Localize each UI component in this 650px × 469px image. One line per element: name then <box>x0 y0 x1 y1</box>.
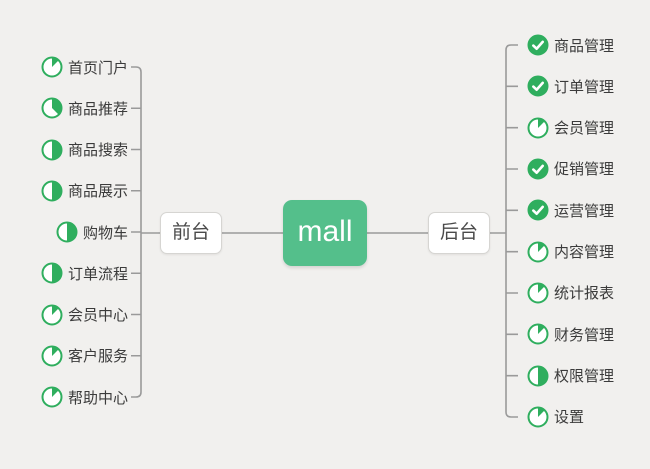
topic-label: 会员管理 <box>554 120 615 138</box>
mindmap-topic[interactable]: 购物车 <box>56 221 128 243</box>
root-node-mall[interactable]: mall <box>283 200 367 266</box>
task-progress-icon[interactable] <box>56 221 78 243</box>
mindmap-topic[interactable]: 会员中心 <box>41 304 128 326</box>
topic-label: 订单管理 <box>554 78 615 96</box>
mindmap-topic[interactable]: 首页门户 <box>41 56 128 78</box>
mindmap-topic[interactable]: 客户服务 <box>41 345 128 367</box>
mindmap-topic[interactable]: 帮助中心 <box>41 386 128 408</box>
topic-label: 统计报表 <box>554 285 615 303</box>
left-branch-connectors <box>131 66 160 398</box>
task-progress-icon[interactable] <box>527 406 549 428</box>
right-branch-connectors <box>490 44 518 418</box>
task-progress-icon[interactable] <box>41 97 63 119</box>
mindmap-topic[interactable]: 商品展示 <box>41 180 128 202</box>
topic-label: 设置 <box>554 409 585 427</box>
topic-label: 首页门户 <box>67 59 128 77</box>
task-done-icon[interactable] <box>527 199 549 221</box>
topic-label: 促销管理 <box>554 161 615 179</box>
task-progress-icon[interactable] <box>41 386 63 408</box>
task-progress-icon[interactable] <box>41 56 63 78</box>
mindmap-topic[interactable]: 内容管理 <box>527 241 614 263</box>
mindmap-topic[interactable]: 会员管理 <box>527 117 614 139</box>
topic-label: 帮助中心 <box>67 389 128 407</box>
topic-label: 运营管理 <box>554 202 615 220</box>
topic-label: 订单流程 <box>67 265 128 283</box>
task-progress-icon[interactable] <box>41 345 63 367</box>
task-progress-icon[interactable] <box>527 241 549 263</box>
topic-label: 内容管理 <box>554 244 615 262</box>
task-progress-icon[interactable] <box>527 323 549 345</box>
topic-label: 商品推荐 <box>67 100 128 118</box>
topic-label: 购物车 <box>82 224 128 242</box>
task-done-icon[interactable] <box>527 158 549 180</box>
topic-label: 商品管理 <box>554 37 615 55</box>
mindmap-topic[interactable]: 商品搜索 <box>41 139 128 161</box>
mindmap-topic[interactable]: 统计报表 <box>527 282 614 304</box>
task-progress-icon[interactable] <box>41 262 63 284</box>
task-progress-icon[interactable] <box>41 304 63 326</box>
topic-label: 会员中心 <box>67 307 128 324</box>
topic-label: 商品搜索 <box>67 142 128 159</box>
mindmap-topic[interactable]: 运营管理 <box>527 199 614 221</box>
mindmap-topic[interactable]: 权限管理 <box>527 365 614 387</box>
task-done-icon[interactable] <box>527 34 549 56</box>
task-progress-icon[interactable] <box>527 282 549 304</box>
branch-node-backend[interactable]: 后台 <box>428 212 490 254</box>
task-progress-icon[interactable] <box>41 180 63 202</box>
mindmap-topic[interactable]: 促销管理 <box>527 158 614 180</box>
mindmap-topic[interactable]: 订单管理 <box>527 75 614 97</box>
topic-label: 客户服务 <box>67 348 128 366</box>
mindmap-topic[interactable]: 商品管理 <box>527 34 614 56</box>
task-progress-icon[interactable] <box>41 139 63 161</box>
task-progress-icon[interactable] <box>527 365 549 387</box>
topic-label: 财务管理 <box>554 326 615 344</box>
topic-label: 权限管理 <box>554 368 615 386</box>
topic-label: 商品展示 <box>67 183 128 201</box>
branch-node-frontend[interactable]: 前台 <box>160 212 222 254</box>
mindmap-topic[interactable]: 设置 <box>527 406 584 428</box>
mindmap-topic[interactable]: 财务管理 <box>527 323 614 345</box>
mindmap-topic[interactable]: 订单流程 <box>41 262 128 284</box>
mindmap-topic[interactable]: 商品推荐 <box>41 97 128 119</box>
task-done-icon[interactable] <box>527 75 549 97</box>
task-progress-icon[interactable] <box>527 117 549 139</box>
